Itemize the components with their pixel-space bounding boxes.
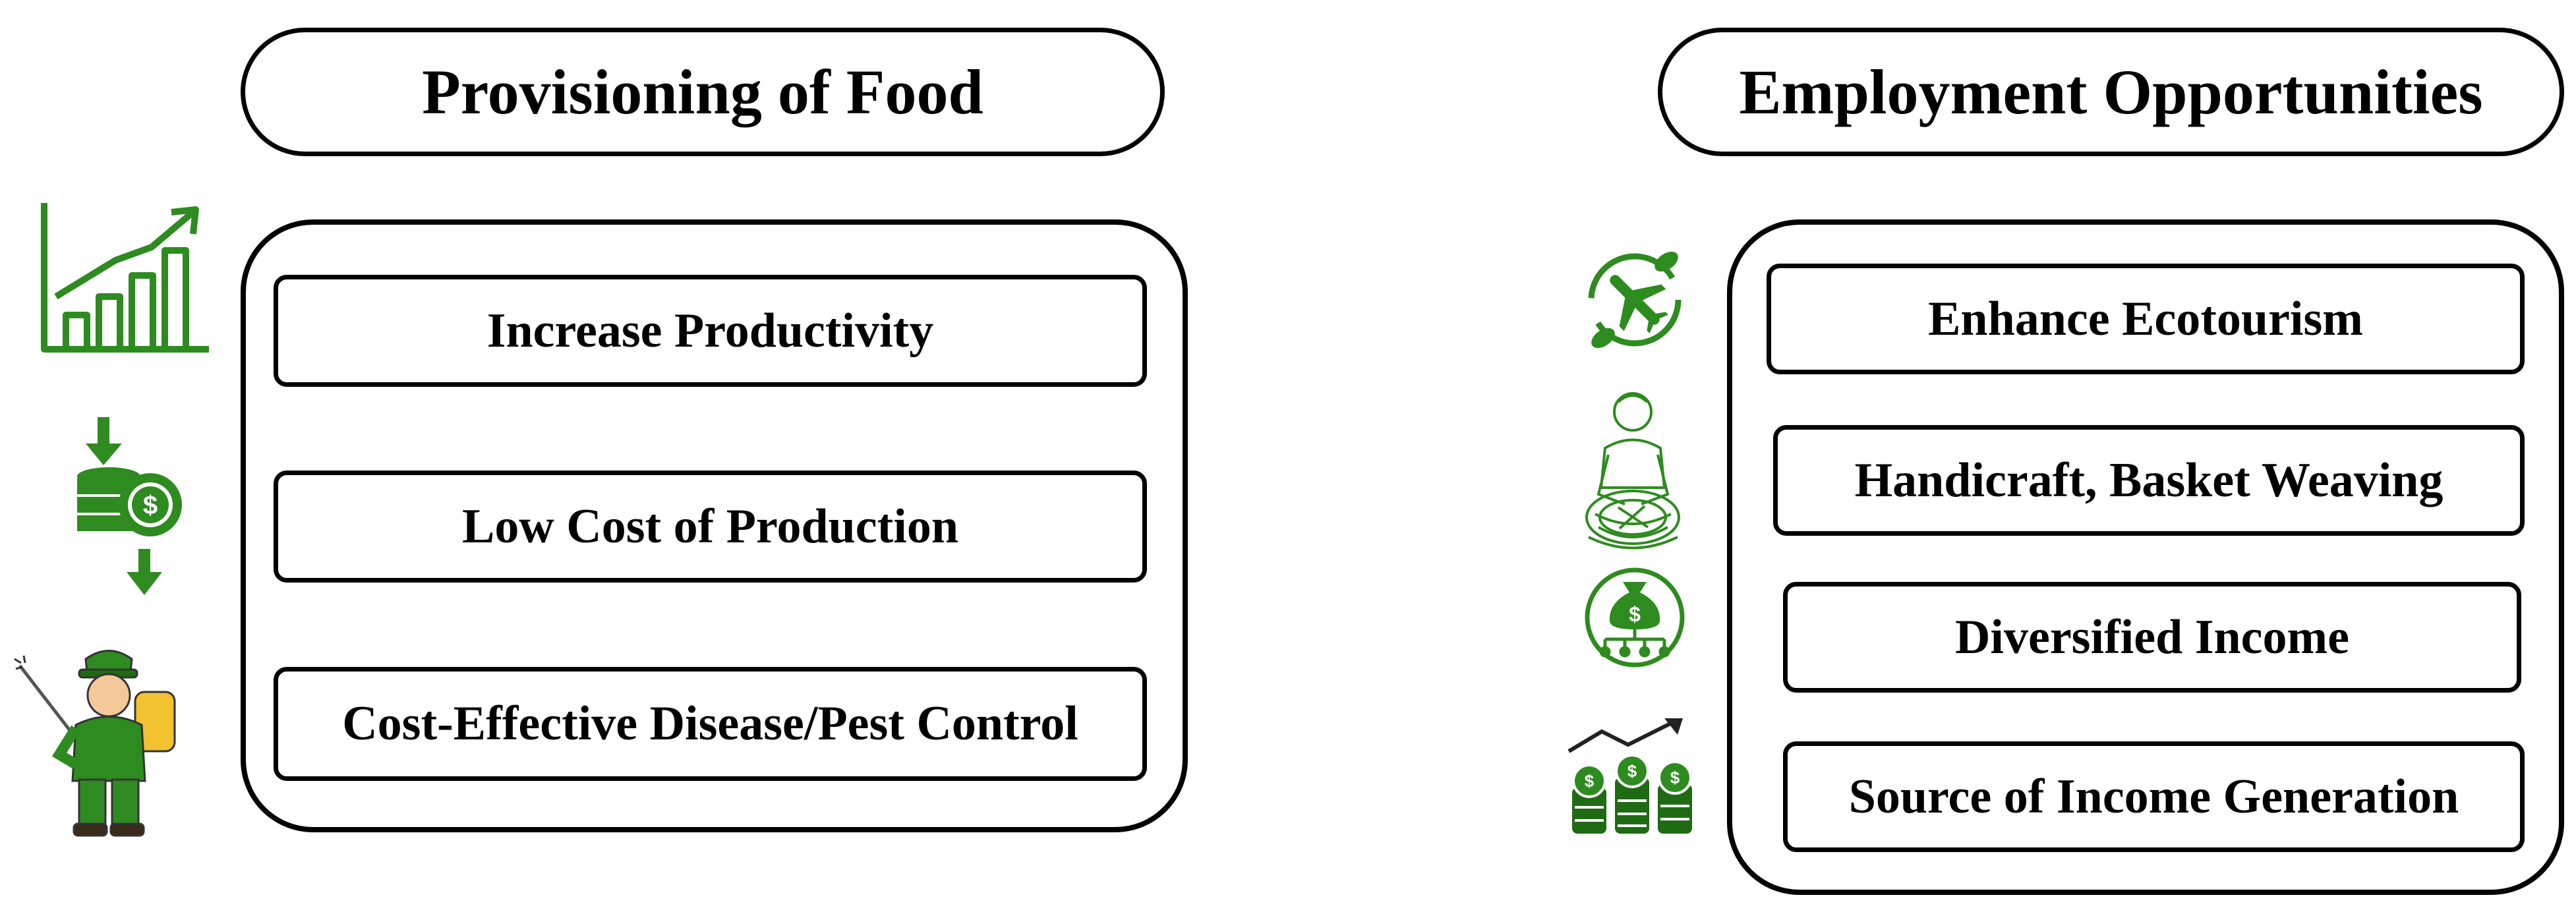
growth-chart-icon [41,203,209,353]
right-item-income-generation: Source of Income Generation [1783,741,2525,852]
svg-text:$: $ [1627,761,1637,781]
right-item-ecotourism: Enhance Ecotourism [1767,264,2525,374]
right-section-title-text: Employment Opportunities [1739,57,2483,127]
money-bag-network-icon: $ [1585,567,1685,668]
svg-text:$: $ [143,491,158,520]
basket-weaver-icon [1585,392,1680,550]
svg-text:$: $ [1629,602,1641,626]
coin-stacks-growth-icon: $ $ $ [1567,718,1692,834]
right-item-handicraft: Handicraft, Basket Weaving [1773,425,2525,536]
left-item-increase-productivity: Increase Productivity [274,275,1147,387]
svg-text:$: $ [1585,771,1595,791]
left-item-low-cost-production: Low Cost of Production [274,471,1147,583]
right-item-diversified-income: Diversified Income [1783,582,2521,693]
cost-down-coins-icon: $ [77,417,182,595]
left-item-label: Cost-Effective Disease/Pest Control [342,697,1078,751]
right-item-label: Handicraft, Basket Weaving [1854,453,2444,507]
left-section-title: Provisioning of Food [241,28,1165,156]
right-item-label: Source of Income Generation [1848,769,2459,824]
left-section-title-text: Provisioning of Food [422,57,983,127]
left-item-label: Low Cost of Production [461,499,959,554]
pesticide-sprayer-farmer-icon [14,650,176,837]
right-item-label: Diversified Income [1954,610,2350,664]
svg-text:$: $ [1670,768,1680,787]
eco-airplane-icon [1588,251,1682,349]
right-section-title: Employment Opportunities [1658,28,2564,156]
right-item-label: Enhance Ecotourism [1928,291,2363,346]
left-item-label: Increase Productivity [486,303,934,358]
left-item-pest-control: Cost-Effective Disease/Pest Control [274,667,1147,781]
